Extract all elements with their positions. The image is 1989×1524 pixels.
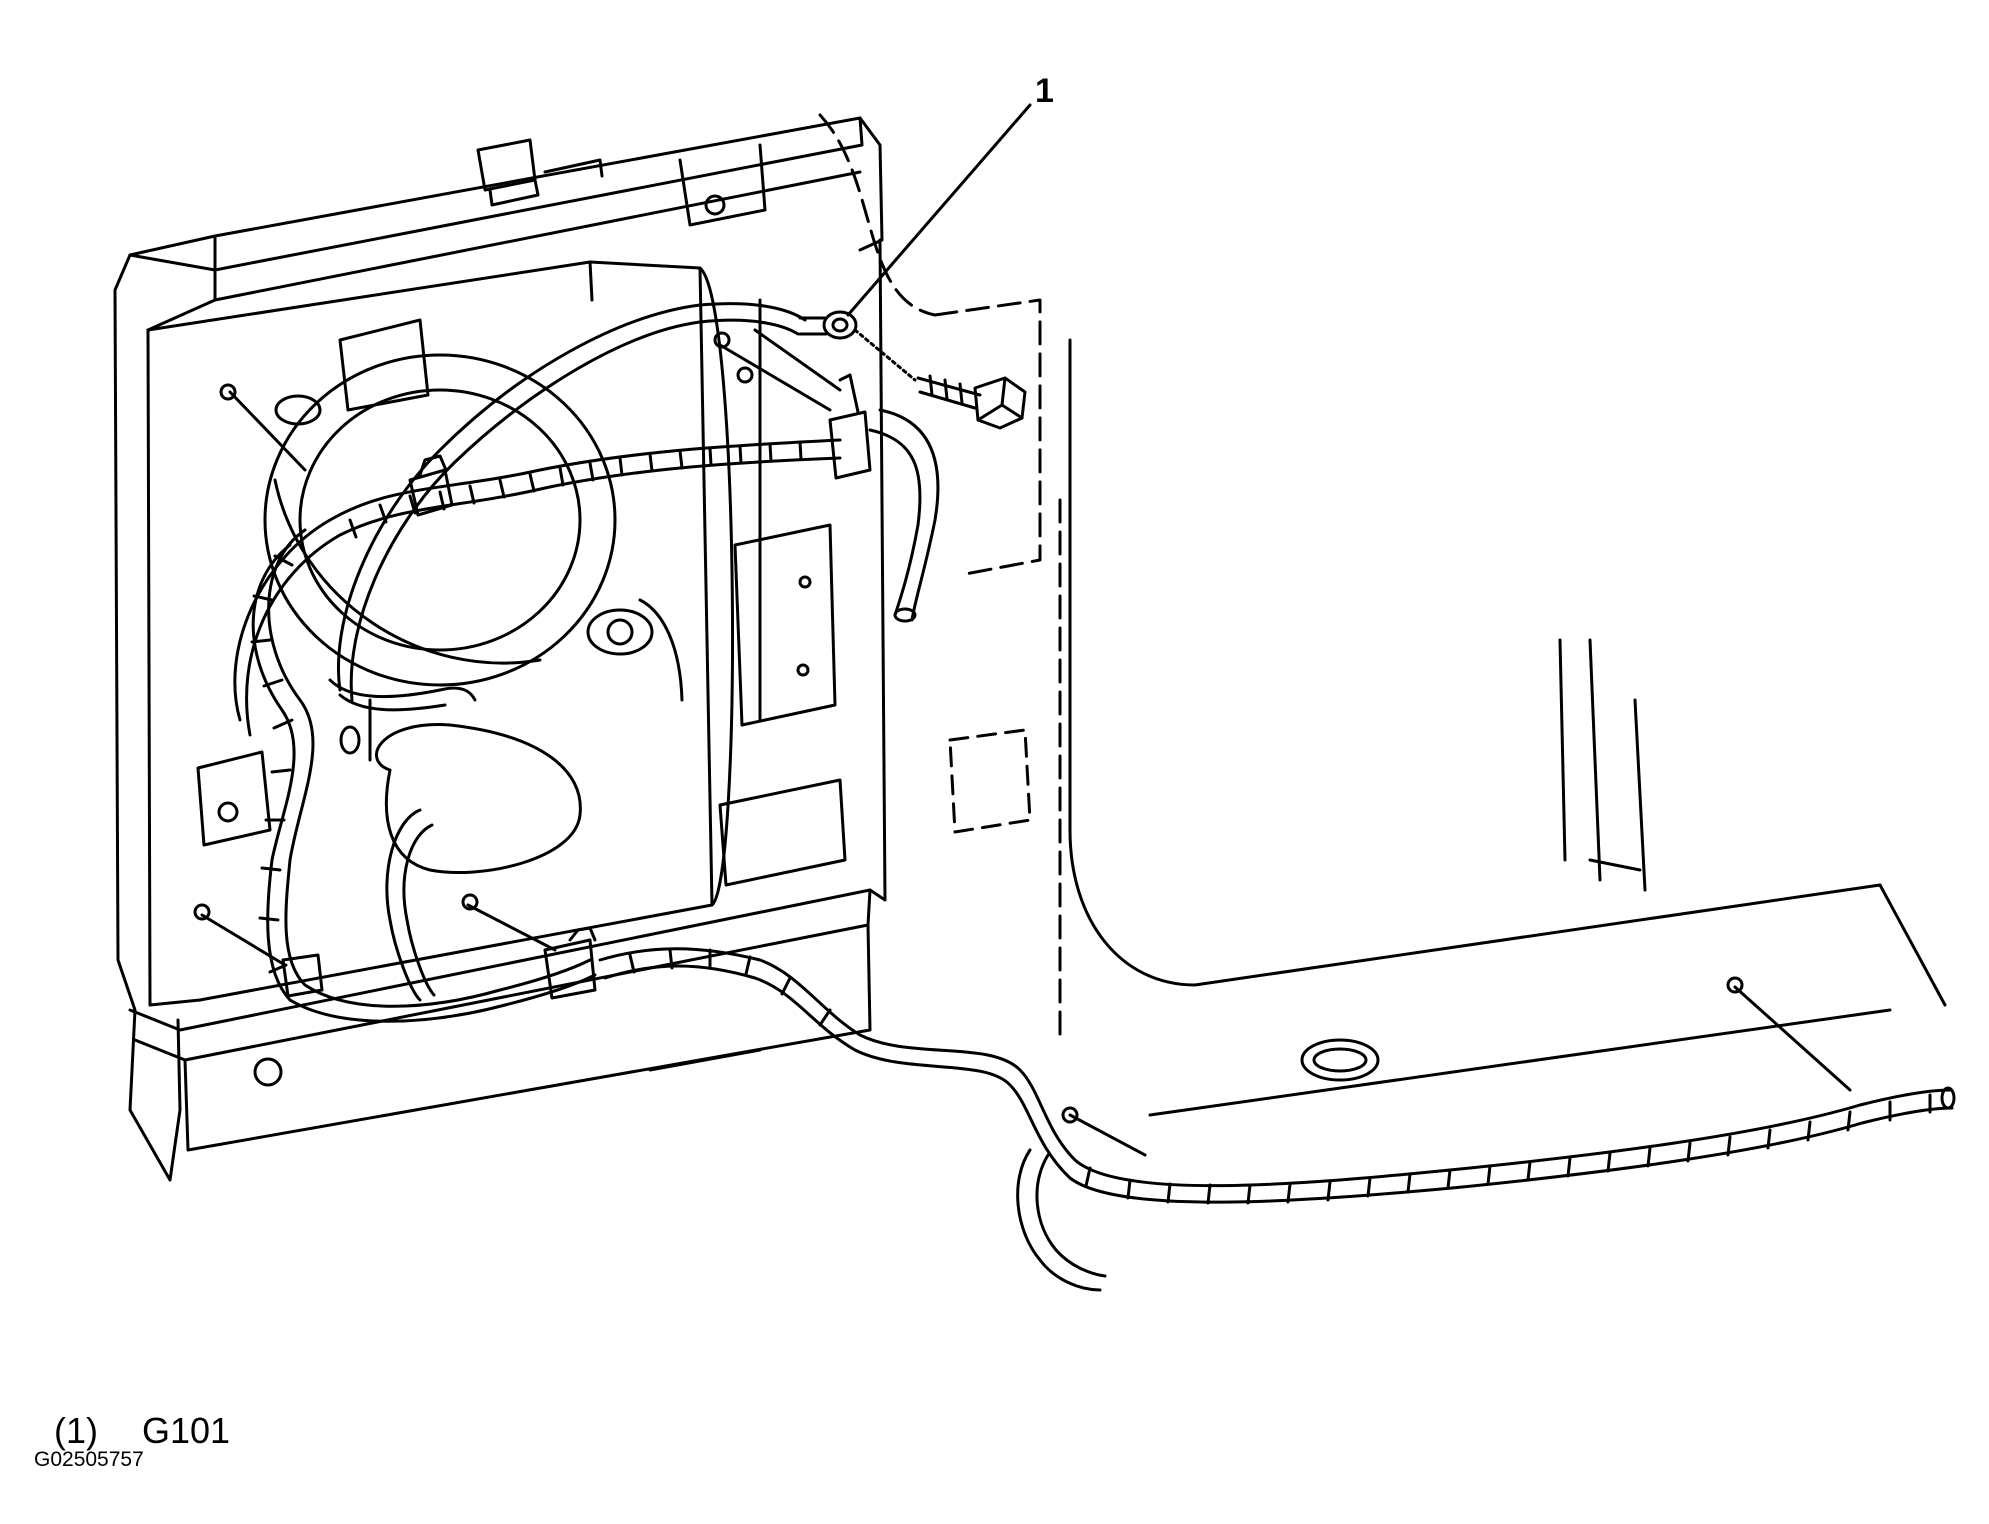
legend-item-number: (1): [54, 1410, 99, 1451]
ground-bolt: [853, 328, 1027, 430]
legend-item-label: G101: [142, 1410, 231, 1451]
legend: (1) G101: [34, 1368, 230, 1452]
radiator-support-panel: [113, 116, 887, 1182]
harness-clips: [193, 328, 1852, 1157]
fan-shroud: [263, 353, 684, 874]
callout-number: 1: [1035, 72, 1054, 110]
callout-leader-line: [846, 103, 1032, 317]
fender-inner-panel: [818, 113, 1947, 1117]
g101-ground-terminal: [798, 310, 858, 340]
ground-wire: [337, 302, 807, 702]
figure-id: G02505757: [34, 1448, 144, 1471]
wiring-harness: [233, 408, 1956, 1292]
ground-location-line-drawing: [113, 103, 1956, 1292]
